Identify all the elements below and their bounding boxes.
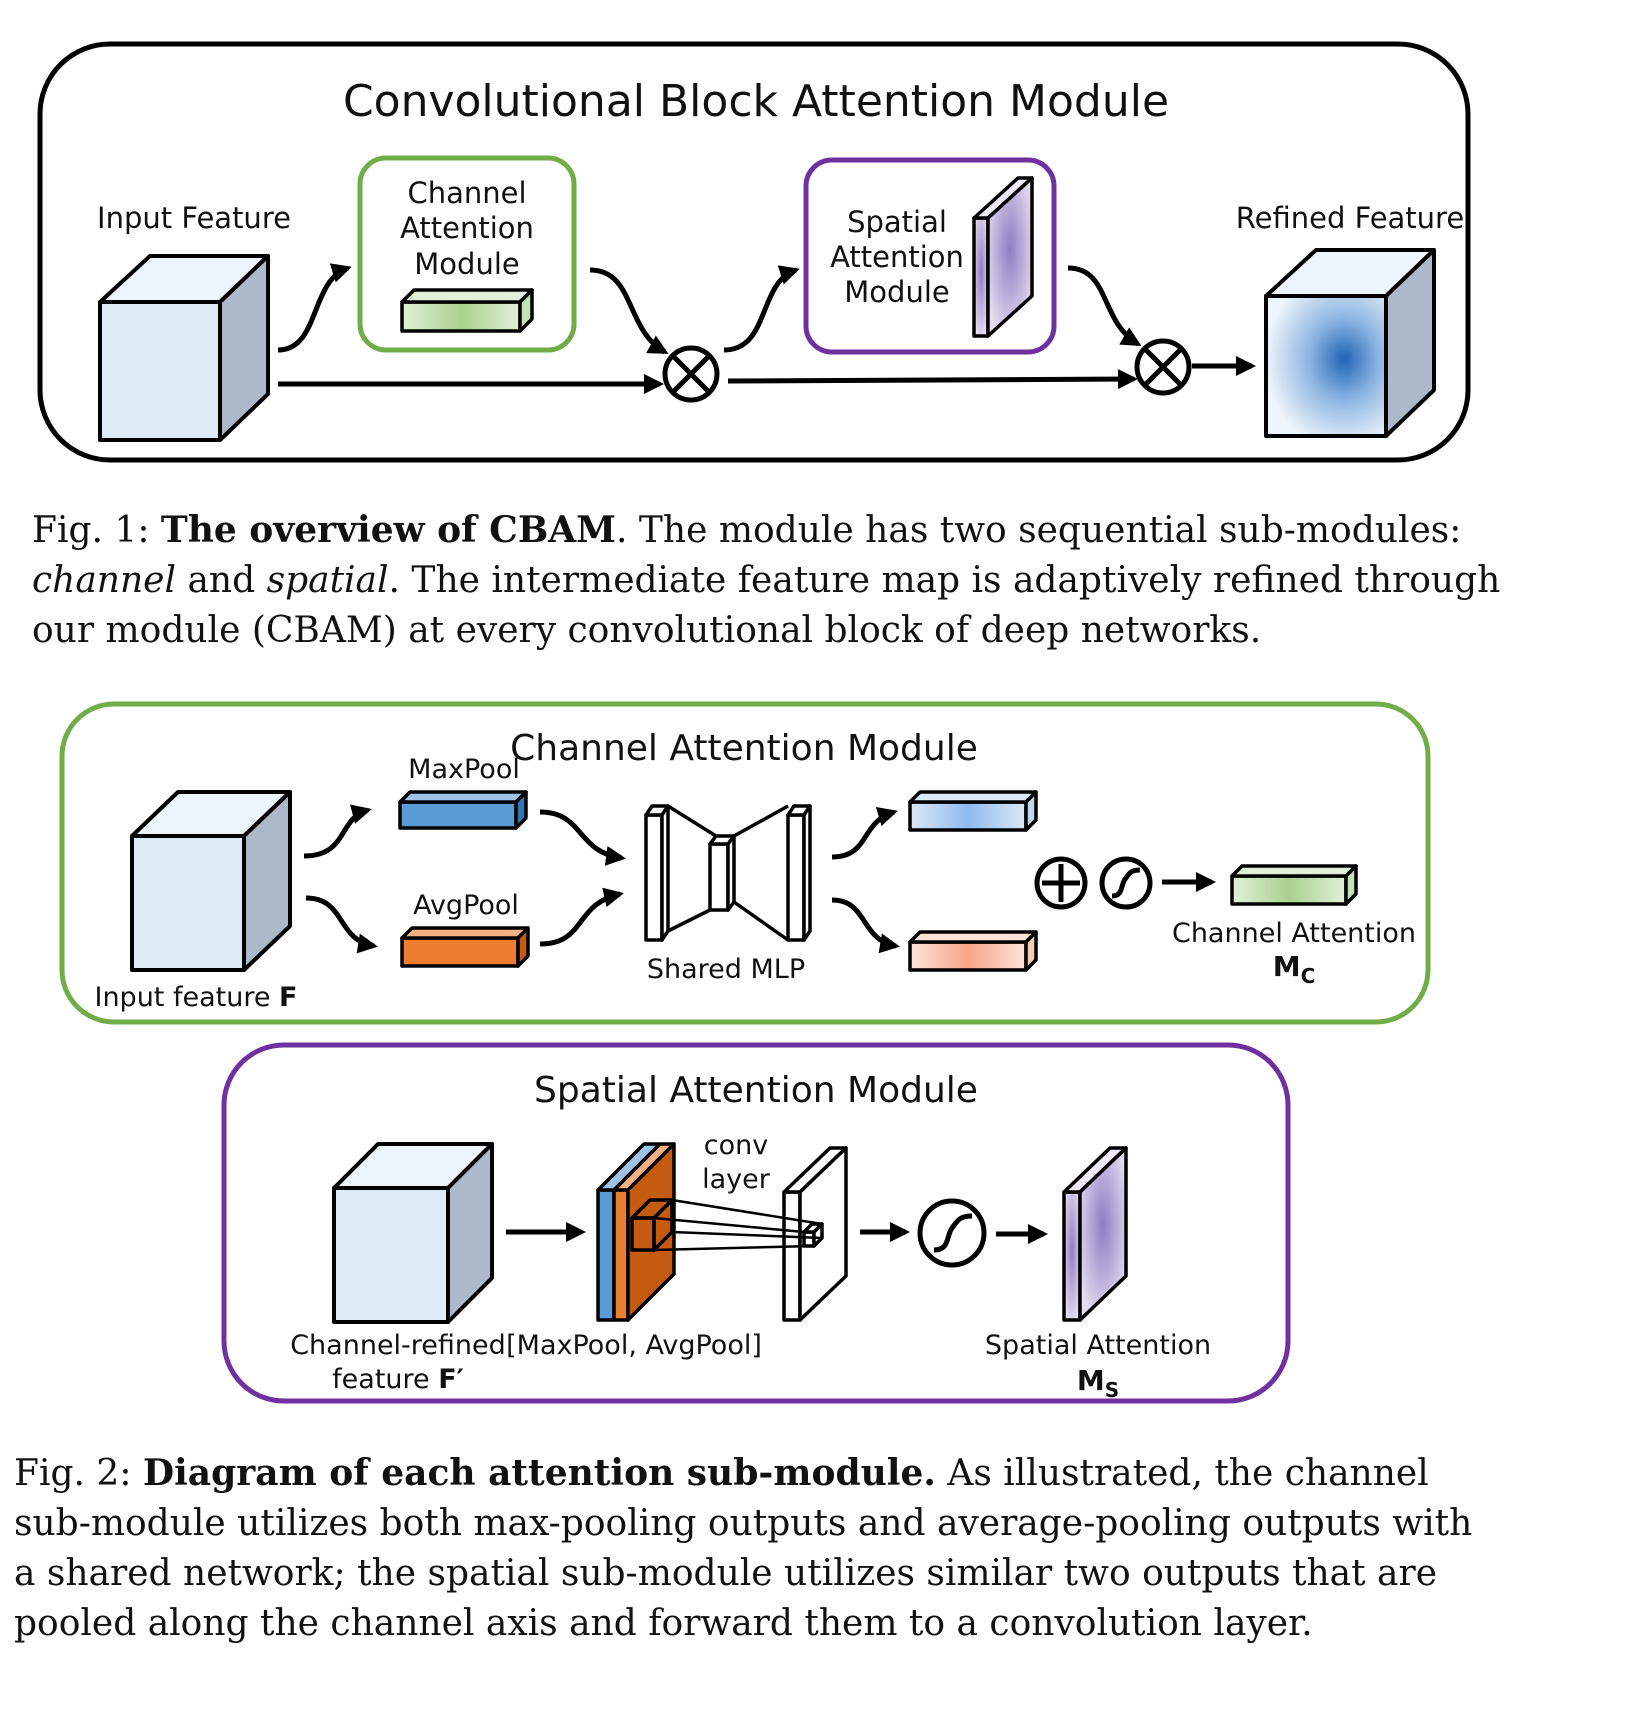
flow-arrows <box>277 263 1256 394</box>
spatial-attention-module-box <box>803 157 1057 355</box>
cbam-title: Convolutional Block Attention Module <box>343 76 1169 127</box>
spatial-attention-map-slab <box>972 176 1034 338</box>
pool-label: [MaxPool, AvgPool] <box>506 1330 762 1361</box>
channel-module-title: Channel Attention Module <box>510 728 978 769</box>
channel-refined-label-line1: Channel-refined <box>290 1330 506 1361</box>
caption-title: The overview of CBAM <box>160 509 617 551</box>
spatial-attention-module-frame <box>221 1042 1291 1404</box>
conv-layer-label-line1: conv <box>704 1130 768 1161</box>
sigmoid-icon <box>917 1198 987 1268</box>
input-feature-cube <box>98 254 270 442</box>
channel-attention-symbol: Mc <box>1273 950 1316 988</box>
channel-module-label-line2: Attention <box>400 211 534 245</box>
avgpool-bar <box>400 926 530 968</box>
channel-refined-label-line2: feature F′ <box>332 1364 464 1395</box>
figure-2-caption: Fig. 2: Diagram of each attention sub-mo… <box>14 1448 1484 1649</box>
spatial-module-label-line3: Module <box>844 275 949 309</box>
caption-italic: spatial <box>266 560 389 601</box>
mlp-output-bar <box>908 930 1038 972</box>
input-feature-cube <box>130 790 292 972</box>
figure-2-diagram: Channel Attention Module Input feature F… <box>59 701 1431 1404</box>
input-feature-label: Input feature F <box>94 982 297 1013</box>
maxpool-bar <box>398 790 528 830</box>
pooled-maps-stack <box>596 1142 676 1322</box>
conv-output-slab <box>782 1146 848 1322</box>
spatial-attention-output-label: Spatial Attention <box>985 1330 1211 1361</box>
maxpool-label: MaxPool <box>408 754 520 785</box>
channel-attention-module-box <box>357 155 577 353</box>
caption-label: Fig. 1: <box>32 510 161 551</box>
figure-1-caption: Fig. 1: The overview of CBAM. The module… <box>32 505 1502 656</box>
channel-attention-module-frame <box>59 701 1431 1025</box>
conv-kernel-projection-lines <box>653 1198 823 1252</box>
spatial-attention-symbol: Ms <box>1077 1364 1119 1402</box>
spatial-module-label-line1: Spatial <box>847 205 947 239</box>
channel-refined-feature-cube <box>332 1142 494 1324</box>
multiply-icon <box>1134 338 1192 396</box>
caption-text: . The intermediate feature map is adapti… <box>32 560 1501 651</box>
caption-italic: channel <box>32 560 176 601</box>
figure-1-diagram: Convolutional Block Attention Module Inp… <box>37 41 1471 463</box>
plus-icon <box>1034 856 1088 910</box>
spatial-module-label-line2: Attention <box>830 240 964 274</box>
caption-text: and <box>176 560 267 601</box>
caption-title: Diagram of each attention sub-module. <box>142 1452 936 1494</box>
multiply-icon <box>662 345 720 403</box>
caption-text: As illustrated, the channel sub-module u… <box>14 1453 1473 1644</box>
caption-label: Fig. 2: <box>14 1453 143 1494</box>
spatial-flow-arrows <box>506 1222 1048 1244</box>
mlp-output-bar <box>908 790 1038 832</box>
channel-attention-output-bar <box>1230 864 1358 906</box>
avgpool-label: AvgPool <box>413 890 519 921</box>
channel-flow-arrows <box>303 804 1216 954</box>
spatial-module-title: Spatial Attention Module <box>534 1070 978 1111</box>
channel-module-label-line3: Module <box>414 247 519 281</box>
shared-mlp-label: Shared MLP <box>647 954 805 985</box>
shared-mlp-block <box>644 804 812 942</box>
refined-feature-label: Refined Feature <box>1236 201 1464 235</box>
spatial-attention-output-slab <box>1062 1146 1128 1322</box>
input-feature-label: Input Feature <box>97 201 291 235</box>
caption-text: . The module has two sequential sub-modu… <box>616 510 1462 551</box>
cbam-outer-frame <box>37 41 1471 463</box>
channel-attention-output-label: Channel Attention <box>1172 918 1416 949</box>
conv-layer-label-line2: layer <box>702 1164 771 1195</box>
refined-feature-cube <box>1264 248 1436 438</box>
channel-attention-map-bar <box>400 288 534 333</box>
sigmoid-icon <box>1099 856 1153 910</box>
channel-module-label-line1: Channel <box>407 176 526 210</box>
